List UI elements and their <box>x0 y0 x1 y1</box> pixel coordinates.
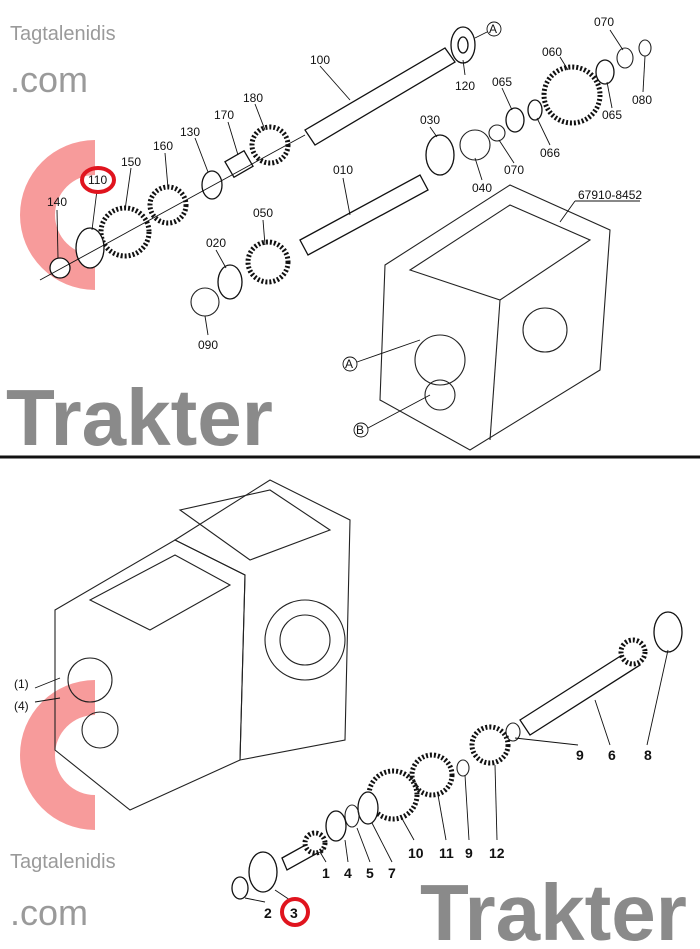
leaders-top <box>56 29 646 429</box>
gear-050 <box>245 239 291 285</box>
label-020[interactable]: 020 <box>206 236 226 250</box>
transmission-case-bottom <box>54 479 351 811</box>
label-065[interactable]: 065 <box>492 75 512 89</box>
seal-2 <box>231 876 249 900</box>
label-070[interactable]: 070 <box>594 15 614 29</box>
watermark-owner: Tagtalenidis <box>10 23 116 45</box>
label-130[interactable]: 130 <box>180 125 200 139</box>
label-050[interactable]: 050 <box>253 206 273 220</box>
label-1-paren[interactable]: (1) <box>14 677 29 691</box>
label-a: A <box>489 22 497 36</box>
callout-b: B <box>356 423 364 437</box>
watermark-bottom: Trakter .com Tagtalenidis <box>10 851 687 949</box>
label-3[interactable]: 3 <box>290 905 298 921</box>
label-170[interactable]: 170 <box>214 108 234 122</box>
bearing-8 <box>653 611 683 653</box>
label-100[interactable]: 100 <box>310 53 330 67</box>
watermark-top: Trakter .com Tagtalenidis <box>6 23 273 462</box>
bearing-4 <box>325 810 347 842</box>
watermark-brand: Trakter <box>6 373 273 462</box>
watermark-owner-2: Tagtalenidis <box>10 851 116 873</box>
bearing-7 <box>357 791 379 825</box>
label-7[interactable]: 7 <box>388 865 396 881</box>
seal-140 <box>49 257 71 279</box>
gear-12 <box>469 724 511 766</box>
label-070b[interactable]: 070 <box>504 163 524 177</box>
label-12[interactable]: 12 <box>489 845 505 861</box>
gear-060 <box>541 64 603 126</box>
gear-150 <box>98 205 152 259</box>
reference-number: 67910-8452 <box>578 188 642 202</box>
washer-070 <box>488 124 506 142</box>
logo-gear-icon-2 <box>20 680 95 830</box>
watermark-domain: .com <box>10 59 88 100</box>
bearing-030 <box>425 134 455 176</box>
gear-11 <box>409 752 455 798</box>
watermark-brand-2: Trakter <box>420 868 687 949</box>
bottom-parts <box>231 611 683 900</box>
gear-160 <box>147 184 189 226</box>
shaft-010 <box>299 174 429 256</box>
shaft-gear-6 <box>618 637 648 667</box>
label-160[interactable]: 160 <box>153 139 173 153</box>
label-5[interactable]: 5 <box>366 865 374 881</box>
label-066[interactable]: 066 <box>540 146 560 160</box>
highlight-ring-3 <box>280 897 310 927</box>
snap-ring-040 <box>459 129 491 161</box>
label-120[interactable]: 120 <box>455 79 475 93</box>
needle-bearing-065b <box>595 59 615 85</box>
shaft-6 <box>519 649 641 736</box>
label-060[interactable]: 060 <box>542 45 562 59</box>
label-9b[interactable]: 9 <box>465 845 473 861</box>
gear-10 <box>366 768 420 822</box>
bearing-3 <box>248 851 278 893</box>
washer-070b <box>616 47 634 69</box>
label-9[interactable]: 9 <box>576 747 584 763</box>
bearing-020 <box>217 264 243 300</box>
gear-1 <box>302 830 328 856</box>
label-6[interactable]: 6 <box>608 747 616 763</box>
highlight-ring-110 <box>80 166 116 194</box>
label-1[interactable]: 1 <box>322 865 330 881</box>
shaft-100 <box>304 47 456 146</box>
ring-5 <box>344 804 360 828</box>
transmission-case-top <box>379 184 611 451</box>
bearing-130 <box>201 170 223 200</box>
label-040[interactable]: 040 <box>472 181 492 195</box>
label-140[interactable]: 140 <box>47 195 67 209</box>
callout-a-circle <box>486 21 502 37</box>
label-110[interactable]: 110 <box>88 173 107 187</box>
circlip-080 <box>638 39 652 57</box>
label-065b[interactable]: 065 <box>602 108 622 122</box>
bearing-110 <box>75 227 105 269</box>
labels-bottom: (1) (4) 9 6 8 10 11 9 12 1 4 5 7 2 3 <box>14 677 652 927</box>
leaders-bottom <box>34 649 669 903</box>
label-4[interactable]: 4 <box>344 865 352 881</box>
label-010[interactable]: 010 <box>333 163 353 177</box>
snap-ring-9b <box>456 759 470 777</box>
watermark-domain-2: .com <box>10 892 88 933</box>
snap-ring-090 <box>190 287 220 317</box>
label-080[interactable]: 080 <box>632 93 652 107</box>
collar-066 <box>527 99 543 121</box>
labels-top: 100 120 A 070 060 065 065 080 066 030 07… <box>47 15 652 438</box>
label-10[interactable]: 10 <box>408 845 424 861</box>
label-180[interactable]: 180 <box>243 91 263 105</box>
callout-a: A <box>345 357 353 371</box>
label-150[interactable]: 150 <box>121 155 141 169</box>
needle-bearing-065 <box>505 107 525 133</box>
label-2[interactable]: 2 <box>264 905 272 921</box>
gear-180 <box>249 124 291 166</box>
label-8[interactable]: 8 <box>644 747 652 763</box>
snap-ring-9 <box>505 722 521 742</box>
label-11[interactable]: 11 <box>439 845 454 861</box>
label-030[interactable]: 030 <box>420 113 440 127</box>
label-4-paren[interactable]: (4) <box>14 699 29 713</box>
bearing-170 <box>224 149 254 179</box>
label-090[interactable]: 090 <box>198 338 218 352</box>
